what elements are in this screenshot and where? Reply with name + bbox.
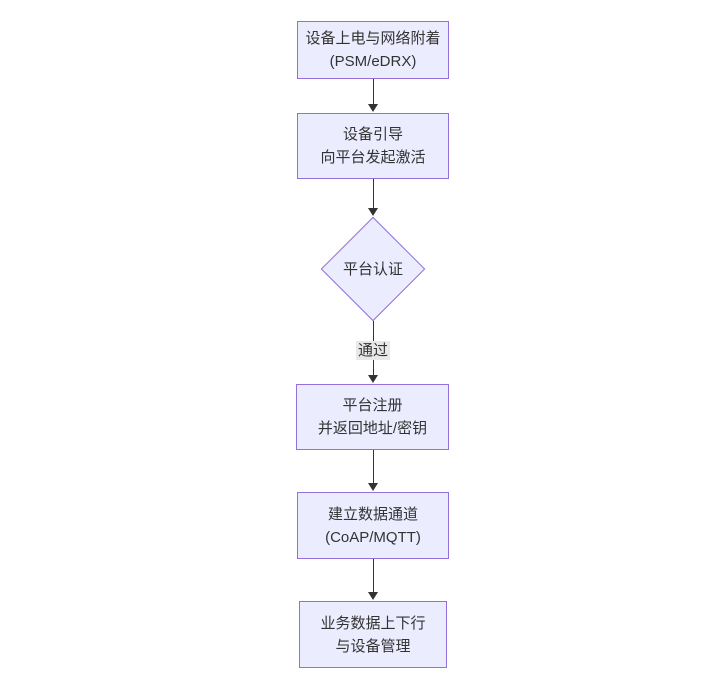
arrow-down-icon-3	[368, 375, 378, 383]
node-register: 平台注册 并返回地址/密钥	[296, 384, 449, 450]
node-business-data-line2: 与设备管理	[335, 637, 411, 655]
edge-2-line	[372, 179, 374, 208]
node-power-attach-line2: (PSM/eDRX)	[329, 53, 417, 70]
node-register-line1: 平台注册	[342, 397, 403, 414]
node-bootstrap-line1: 设备引导	[342, 126, 403, 143]
arrow-down-icon-2	[368, 208, 378, 216]
node-business-data-line1: 业务数据上下行	[320, 614, 426, 632]
node-business-data: 业务数据上下行 与设备管理	[299, 601, 447, 668]
node-bootstrap: 设备引导 向平台发起激活	[297, 113, 449, 179]
arrow-down-icon-4	[368, 483, 378, 491]
edge-5-line	[372, 559, 374, 593]
node-bootstrap-line2: 向平台发起激活	[320, 149, 426, 166]
node-data-channel-line2: (CoAP/MQTT)	[325, 528, 421, 546]
node-power-attach-line1: 设备上电与网络附着	[305, 30, 441, 47]
arrow-down-icon-1	[368, 104, 378, 112]
edge-label-pass: 通过	[355, 341, 391, 360]
decision-platform-auth-label: 平台认证	[342, 261, 403, 278]
arrow-down-icon-5	[368, 592, 378, 600]
node-register-line2: 并返回地址/密钥	[317, 420, 428, 437]
node-data-channel-line1: 建立数据通道	[327, 505, 418, 523]
edge-1-line	[372, 79, 374, 105]
node-power-attach: 设备上电与网络附着 (PSM/eDRX)	[297, 21, 449, 79]
edge-4-line	[372, 450, 374, 483]
node-data-channel: 建立数据通道 (CoAP/MQTT)	[297, 492, 449, 559]
